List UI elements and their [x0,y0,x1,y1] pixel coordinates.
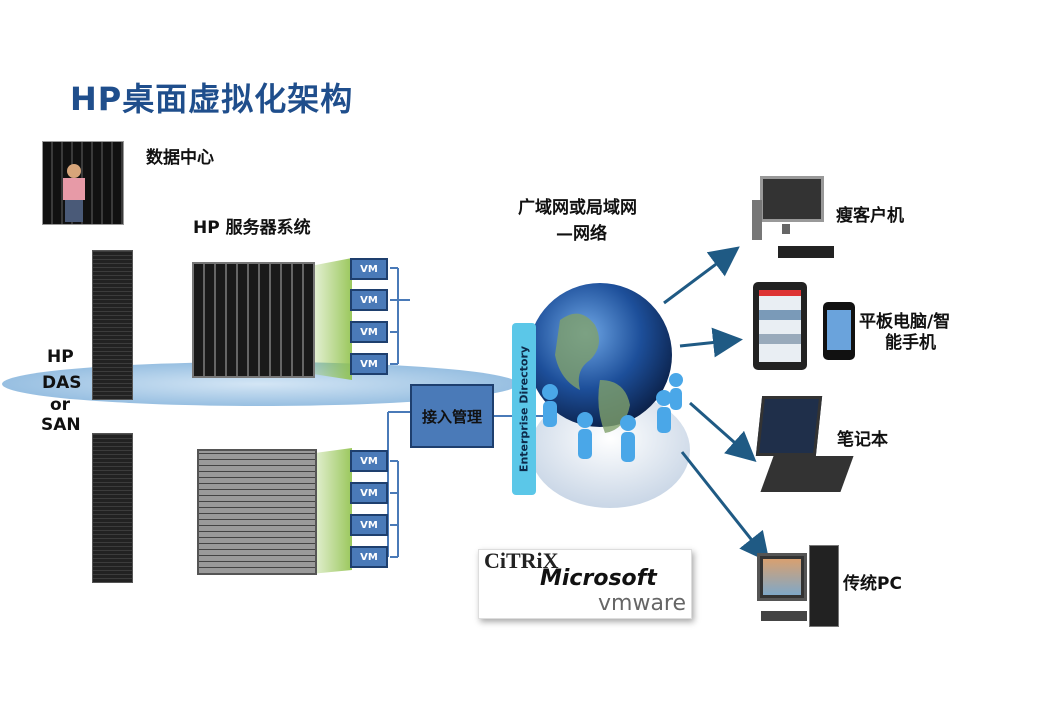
datacenter-photo [42,141,124,225]
laptop-label: 笔记本 [837,430,888,450]
pc-label: 传统PC [843,574,902,594]
users-icon-group [542,373,683,462]
storage-rack-top [92,250,133,400]
desktop-pc-icon [757,545,839,629]
datacenter-label: 数据中心 [146,148,214,168]
vmware-logo: vmware [598,591,687,616]
vm-box: VM [350,321,388,343]
blade-server [192,262,315,378]
tablet-icon [753,282,807,370]
storage-label-hp: HP [47,347,74,367]
tablet-label-line1: 平板电脑/智 [859,312,951,332]
rack-server [197,449,317,575]
storage-label-das: DAS [42,373,82,393]
thin-client-label: 瘦客户机 [836,206,904,226]
vm-box: VM [350,482,388,504]
vm-box: VM [350,546,388,568]
server-system-label: HP 服务器系统 [193,218,311,238]
tablet-label-line2: 能手机 [885,333,936,353]
network-label-line2: —网络 [556,224,607,244]
microsoft-logo: Microsoft [540,566,657,591]
vm-box: VM [350,258,388,280]
vm-box: VM [350,450,388,472]
globe-base [530,392,690,508]
laptop-icon [755,396,854,500]
access-management-box: 接入管理 [410,384,494,448]
smartphone-icon [823,302,855,360]
storage-label-san: SAN [41,415,81,435]
vm-box: VM [350,353,388,375]
storage-rack-bottom [92,433,133,583]
vm-box: VM [350,514,388,536]
enterprise-directory-bar: Enterprise Directory [512,323,536,495]
enterprise-directory-label: Enterprise Directory [517,345,531,473]
citrix-logo: CiTRiX [484,548,559,573]
storage-label-or: or [50,395,71,415]
network-label-line1: 广域网或局域网 [518,198,637,218]
vendor-logos-panel [478,549,692,619]
thin-client-icon [752,176,836,262]
page-title: HP桌面虚拟化架构 [70,80,354,118]
vm-box: VM [350,289,388,311]
device-arrows [663,246,770,563]
